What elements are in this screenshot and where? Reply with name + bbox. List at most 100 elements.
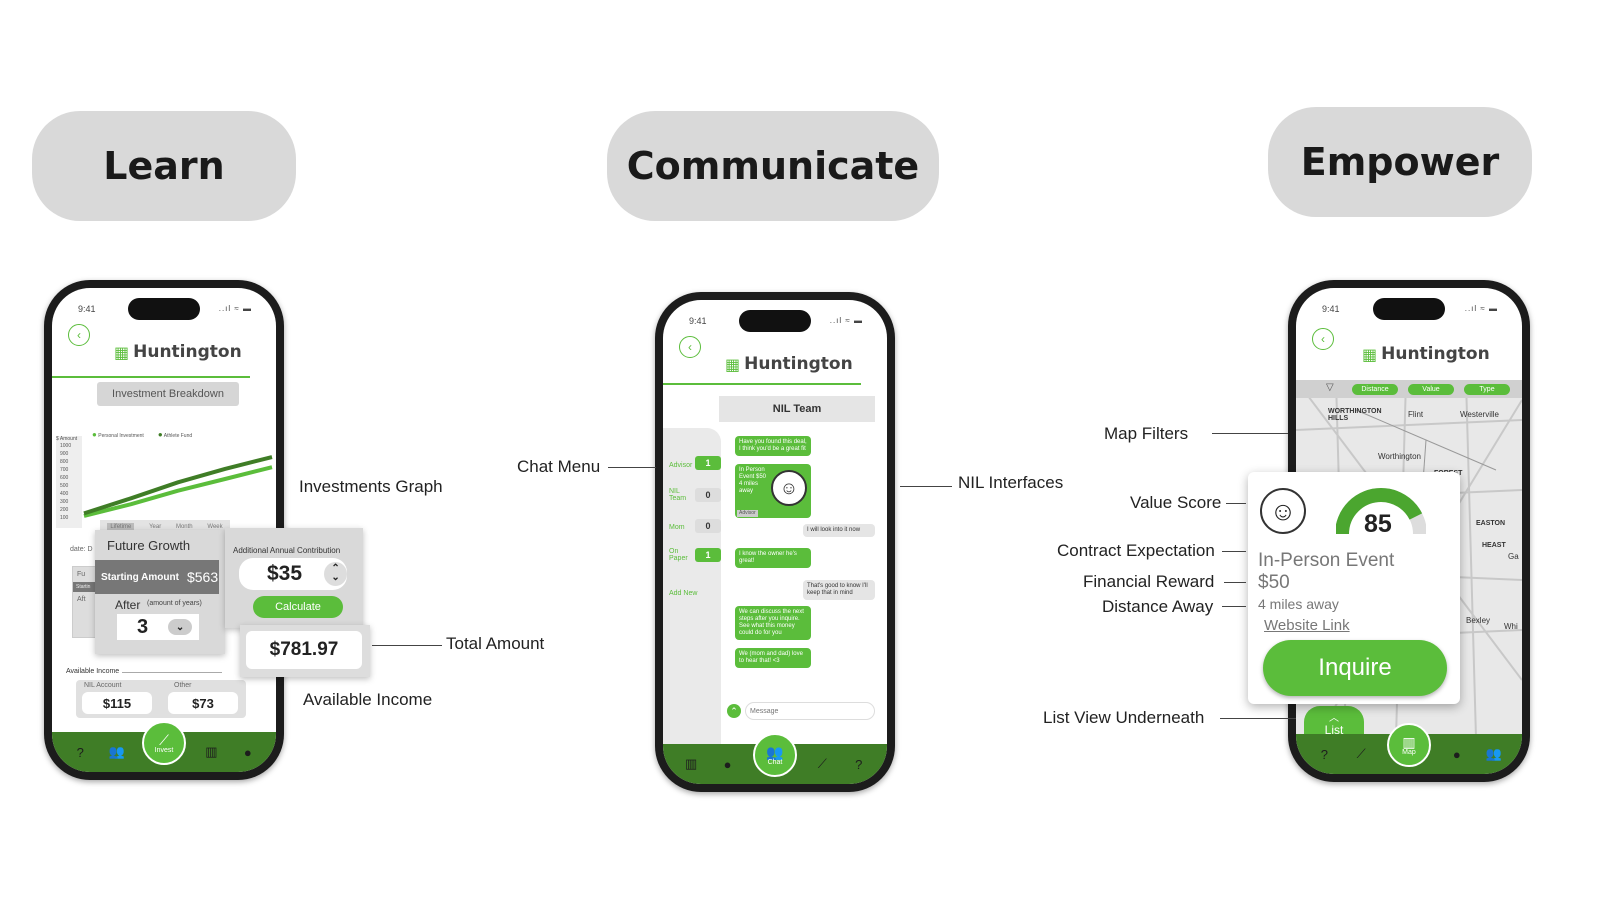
tab-year[interactable]: Year: [149, 524, 162, 530]
income-divider: [122, 672, 222, 673]
person-icon[interactable]: ●: [1452, 746, 1461, 762]
brand-name: Huntington: [744, 354, 853, 374]
message-bubble: We (mom and dad) love to hear that! <3: [735, 648, 811, 668]
huntington-logo: ▦Huntington: [725, 354, 853, 374]
after-label: After: [115, 598, 141, 612]
deal-card-message[interactable]: In Person Event $50 4 miles away ☺ Advis…: [735, 464, 811, 518]
message-bubble: That's good to know I'll keep that in mi…: [803, 580, 875, 600]
deal-detail-card[interactable]: ☺ 85 In-Person Event $50 4 miles away We…: [1248, 472, 1460, 704]
contribution-value: $35: [267, 562, 303, 585]
back-icon[interactable]: ‹: [1312, 328, 1334, 350]
legend-dot-icon: ●: [157, 430, 163, 439]
filter-value[interactable]: Value: [1408, 384, 1454, 395]
chat-item-on-paper[interactable]: On Paper: [669, 548, 688, 562]
back-icon[interactable]: ‹: [68, 324, 90, 346]
people-icon[interactable]: 👥: [1485, 746, 1502, 761]
map-icon[interactable]: ▥: [205, 744, 218, 759]
on-paper-count: 1: [695, 548, 721, 562]
map-tab[interactable]: ▥Map: [1386, 723, 1431, 767]
callout-nil-interfaces: NIL Interfaces: [958, 473, 1064, 492]
trend-icon[interactable]: ⟋: [1356, 746, 1366, 761]
add-new-chat[interactable]: Add New: [669, 590, 698, 597]
map-tab-label: Map: [1402, 748, 1416, 756]
empower-pill: Empower: [1268, 107, 1532, 217]
nil-team-count: 0: [695, 488, 721, 502]
y-tick-label: 400: [60, 491, 69, 497]
financial-reward: $50: [1258, 572, 1290, 593]
map-place-bexley: Bexley: [1466, 616, 1491, 625]
chat-tab[interactable]: 👥Chat: [752, 733, 797, 777]
distance-away: 4 miles away: [1258, 596, 1339, 612]
map-icon[interactable]: ▥: [685, 756, 698, 771]
person-icon[interactable]: ●: [723, 756, 732, 772]
help-icon[interactable]: ?: [76, 744, 84, 760]
message-input[interactable]: [745, 702, 875, 720]
contribution-card: Additional Annual Contribution $35 ⌃⌄ Ca…: [225, 528, 363, 628]
brand-name: Huntington: [133, 342, 242, 362]
legend-personal: ● Personal Investment: [92, 430, 144, 439]
ghost-aft-label: Aft: [77, 596, 86, 603]
trend-icon[interactable]: ⟋: [817, 756, 827, 771]
help-icon[interactable]: ?: [1320, 746, 1328, 762]
filter-distance[interactable]: Distance: [1352, 384, 1398, 395]
back-icon[interactable]: ‹: [679, 336, 701, 358]
chat-item-advisor[interactable]: Advisor: [669, 462, 693, 469]
callout-line-reward: [1224, 582, 1246, 583]
chart-legend: ● Personal Investment ● Athlete Fund: [92, 430, 192, 439]
tab-month[interactable]: Month: [175, 524, 193, 530]
callout-line-score: [1226, 503, 1246, 504]
y-tick-label: 700: [60, 467, 69, 473]
calculate-button[interactable]: Calculate: [253, 596, 343, 618]
tab-lifetime[interactable]: Lifetime: [107, 523, 135, 531]
website-link[interactable]: Website Link: [1264, 617, 1350, 634]
person-icon[interactable]: ●: [243, 744, 252, 760]
y-tick-label: 600: [60, 475, 69, 481]
send-icon[interactable]: ⌃: [727, 704, 741, 718]
legend-athlete: ● Athlete Fund: [158, 430, 192, 439]
stepper-arrows-icon[interactable]: ⌃⌄: [324, 562, 347, 586]
callout-distance-away: Distance Away: [1102, 597, 1214, 616]
chevron-down-icon[interactable]: ⌄: [168, 619, 193, 635]
help-icon[interactable]: ?: [855, 756, 863, 772]
chat-tab-label: Chat: [767, 758, 783, 766]
communicate-screen: 9:41 ..ıl ≈ ▬ ‹ ▦Huntington NIL Team Adv…: [663, 300, 887, 784]
contribution-input[interactable]: $35 ⌃⌄: [239, 558, 347, 590]
series-line-2: [83, 455, 273, 516]
status-time: 9:41: [1322, 304, 1340, 314]
status-icons: ..ıl ≈ ▬: [218, 304, 252, 313]
invest-tab[interactable]: ⟋Invest: [141, 721, 186, 765]
map-place-flint: Flint: [1408, 410, 1424, 419]
chat-item-mom[interactable]: Mom: [669, 524, 685, 531]
callout-value-score: Value Score: [1130, 493, 1222, 512]
filter-type[interactable]: Type: [1464, 384, 1510, 395]
other-label: Other: [174, 682, 192, 689]
people-icon: 👥: [766, 743, 784, 760]
chat-header: NIL Team: [719, 396, 875, 422]
legend-personal-label: Personal Investment: [98, 433, 144, 439]
learn-pill: Learn: [32, 111, 296, 221]
chevron-up-icon: ︿: [1329, 713, 1339, 724]
years-value: 3: [137, 615, 149, 638]
logo-mark-icon: ▦: [725, 354, 741, 374]
status-icons: ..ıl ≈ ▬: [1464, 304, 1498, 313]
map-place-easton: EASTON: [1476, 520, 1506, 527]
sponsor-logo-icon: ☺: [771, 470, 807, 506]
investment-breakdown-button[interactable]: Investment Breakdown: [97, 382, 239, 406]
huntington-logo: ▦Huntington: [114, 342, 242, 362]
tab-week[interactable]: Week: [207, 524, 223, 530]
map-place-whi: Whi: [1504, 622, 1518, 631]
dynamic-island: [128, 298, 200, 320]
message-bubble: I know the owner he's great!: [735, 548, 811, 568]
callout-line-filters: [1212, 433, 1288, 434]
people-icon[interactable]: 👥: [108, 744, 125, 759]
filter-funnel-icon[interactable]: ▽: [1326, 382, 1334, 393]
callout-line-list: [1220, 718, 1296, 719]
callout-line-nil: [900, 486, 952, 487]
inquire-button[interactable]: Inquire: [1263, 640, 1447, 696]
years-stepper[interactable]: 3 ⌄: [117, 614, 199, 640]
value-score: 85: [1364, 510, 1392, 538]
chat-item-nil-team[interactable]: NIL Team: [669, 488, 687, 502]
y-tick-label: 500: [60, 483, 69, 489]
event-type: In-Person Event: [1258, 550, 1395, 571]
